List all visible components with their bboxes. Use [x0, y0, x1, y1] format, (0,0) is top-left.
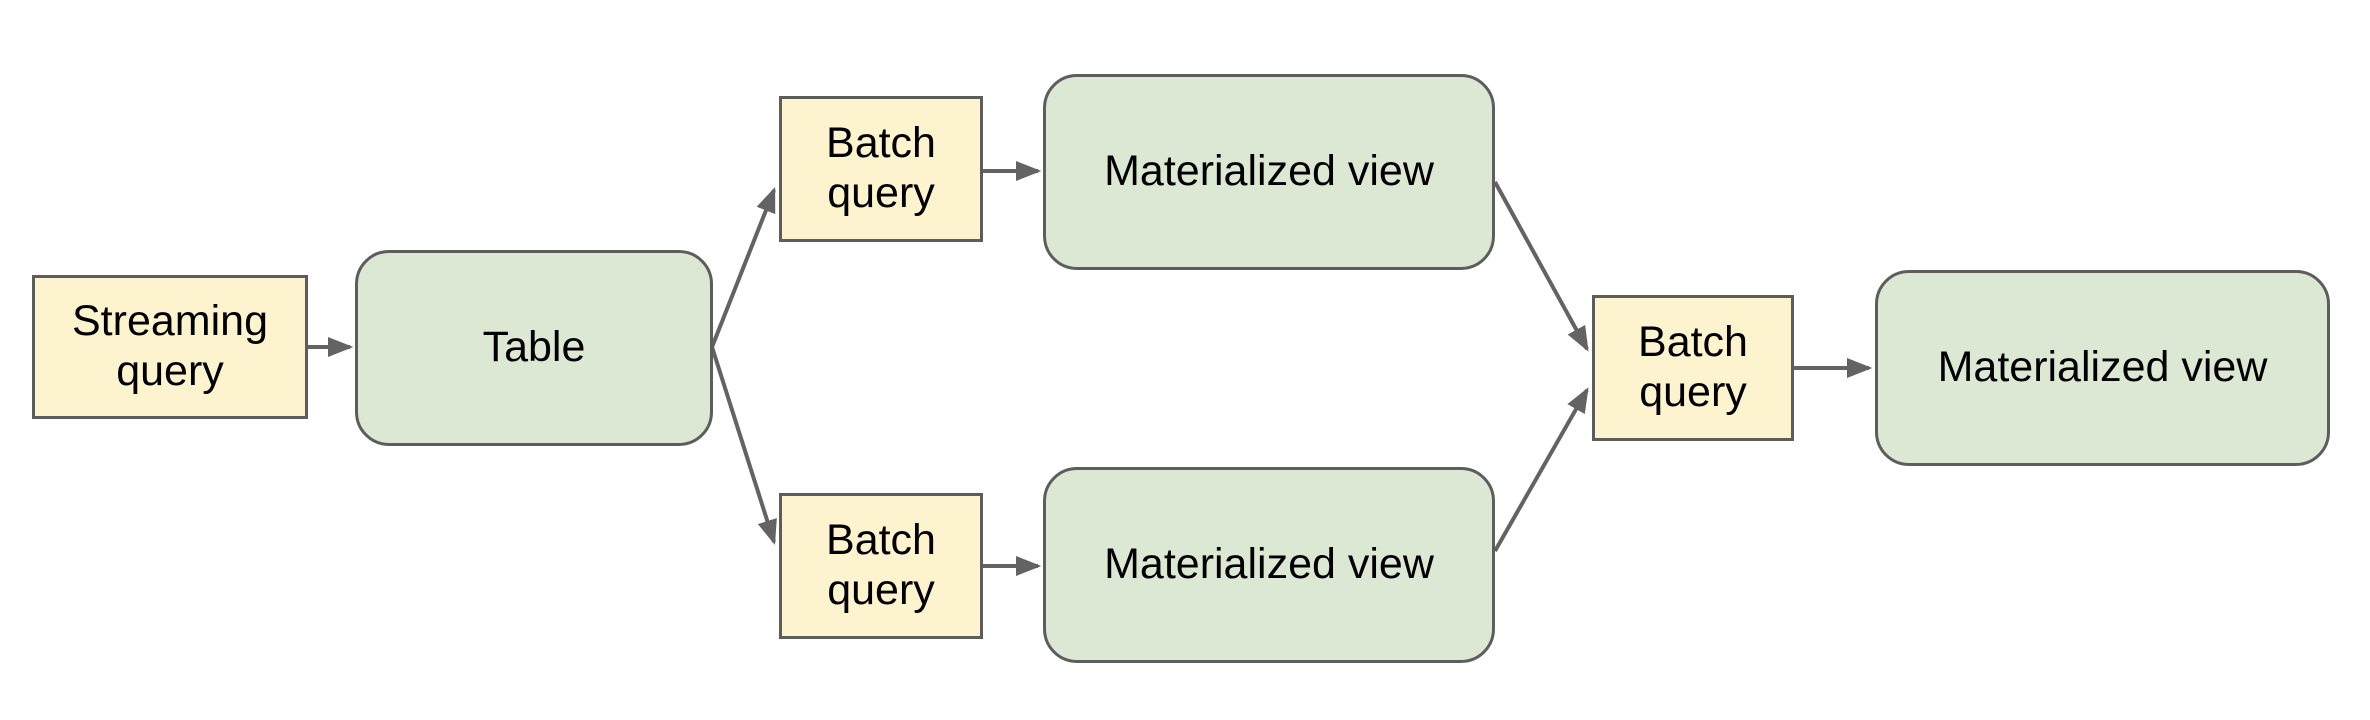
edge-materialized-view-bottom-to-batch-query-right: [1493, 387, 1589, 552]
node-streaming-query-label: Streaming query: [72, 297, 268, 395]
node-materialized-view-bottom: Materialized view: [1043, 467, 1495, 663]
node-materialized-view-top: Materialized view: [1043, 74, 1495, 270]
node-batch-query-top: Batch query: [779, 96, 983, 242]
node-batch-query-right-label: Batch query: [1638, 318, 1748, 416]
node-table: Table: [355, 250, 713, 446]
node-batch-query-bottom-label: Batch query: [826, 516, 936, 614]
edge-table-to-batch-query-bottom: [710, 346, 777, 546]
node-batch-query-right: Batch query: [1592, 295, 1794, 441]
node-batch-query-top-label: Batch query: [826, 119, 936, 217]
edge-table-to-batch-query-top: [710, 187, 776, 348]
node-streaming-query: Streaming query: [32, 275, 308, 419]
node-materialized-view-right: Materialized view: [1875, 270, 2330, 466]
node-materialized-view-top-label: Materialized view: [1104, 147, 1434, 196]
edge-materialized-view-top-to-batch-query-right: [1493, 181, 1589, 352]
node-materialized-view-right-label: Materialized view: [1937, 343, 2268, 392]
node-table-label: Table: [482, 323, 586, 372]
node-materialized-view-bottom-label: Materialized view: [1104, 540, 1434, 589]
node-batch-query-bottom: Batch query: [779, 493, 983, 639]
